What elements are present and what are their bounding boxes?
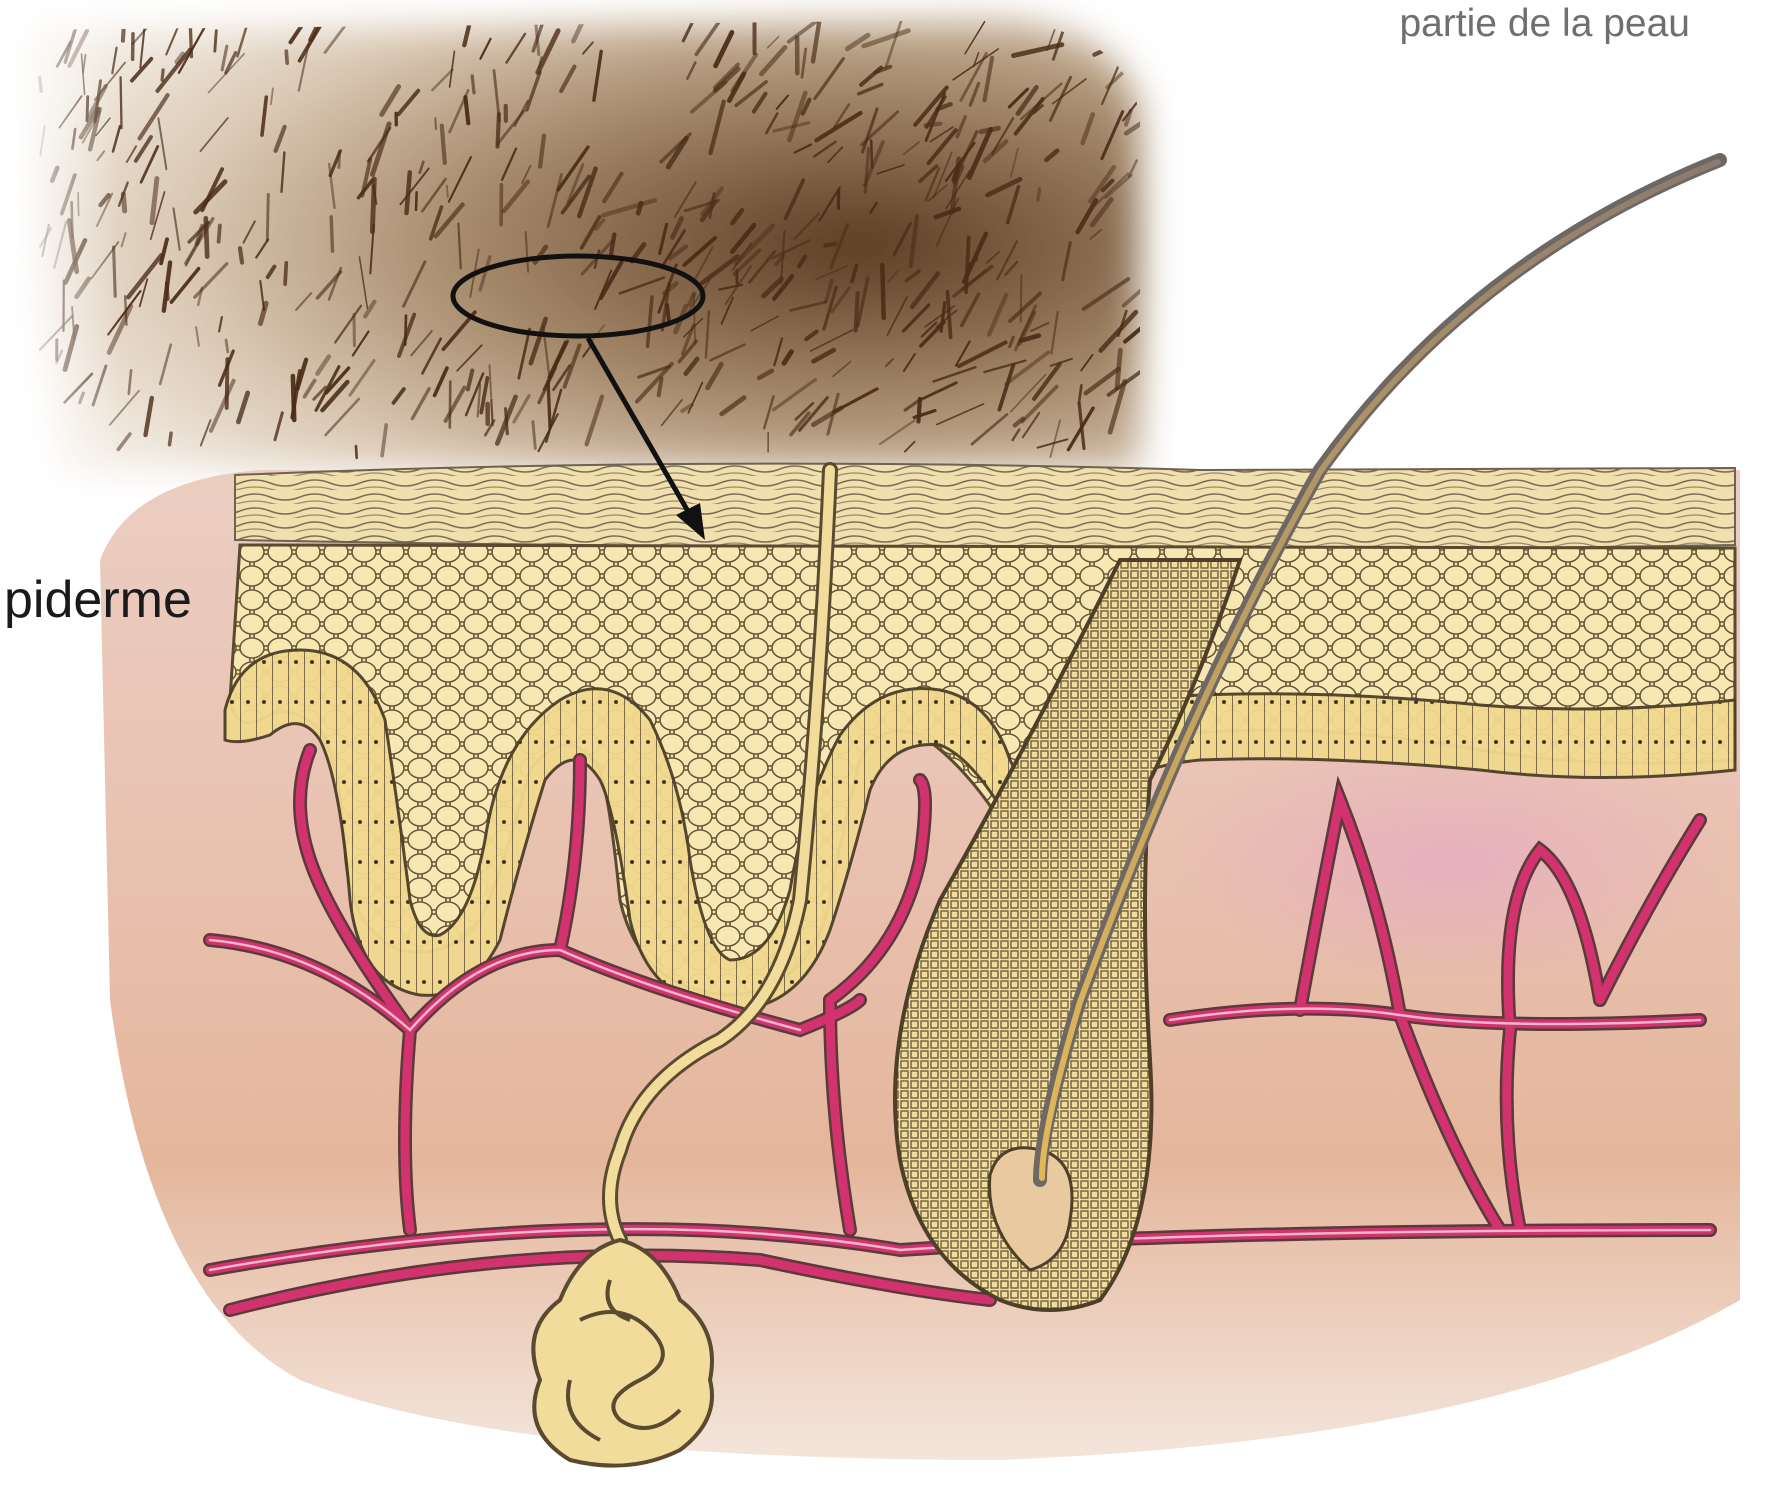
surface-texture-stroke [548, 381, 550, 427]
surface-texture-stroke [1021, 275, 1022, 321]
surface-texture-stroke [1123, 43, 1127, 71]
surface-texture-stroke [1038, 189, 1040, 200]
surface-texture-stroke [416, 192, 417, 210]
surface-texture-stroke [659, 378, 662, 395]
surface-texture-stroke [882, 265, 883, 318]
surface-texture-stroke [267, 194, 268, 240]
surface-texture-stroke [405, 316, 406, 345]
caption-skin-part: partie de la peau [1399, 2, 1690, 46]
surface-texture-stroke [472, 76, 474, 93]
surface-texture-stroke [286, 51, 287, 63]
surface-texture-stroke [167, 283, 168, 299]
surface-texture-stroke [442, 126, 445, 163]
surface-texture-stroke [638, 203, 641, 213]
surface-texture-stroke [293, 376, 294, 420]
surface-texture-stroke [966, 237, 969, 292]
surface-texture-stroke [856, 293, 858, 331]
surface-texture-stroke [215, 31, 217, 52]
surface-texture-stroke [491, 399, 492, 425]
surface-texture-stroke [123, 3, 125, 41]
surface-texture-stroke [926, 124, 941, 126]
surface-texture-stroke [871, 141, 872, 168]
surface-texture-stroke [226, 340, 228, 352]
surface-texture-stroke [465, 97, 468, 123]
surface-texture-stroke [121, 77, 122, 128]
surface-texture-stroke [356, 446, 357, 458]
stratum-corneum [235, 464, 1735, 550]
surface-texture-stroke [1117, 350, 1120, 388]
surface-texture-stroke [1121, 6, 1141, 48]
surface-texture-stroke [372, 179, 374, 232]
surface-texture-stroke [240, 248, 242, 262]
surface-texture-stroke [285, 263, 286, 284]
surface-texture-stroke [450, 382, 451, 428]
surface-texture-stroke [498, 114, 499, 146]
surface-texture-stroke [170, 433, 172, 445]
surface-texture-stroke [162, 70, 163, 80]
surface-texture-stroke [447, 186, 448, 197]
surface-texture-stroke [825, 244, 835, 246]
surface-texture-stroke [331, 217, 332, 251]
surface-texture-stroke [219, 226, 220, 242]
label-epidermis: piderme [4, 570, 192, 630]
surface-texture-stroke [1094, 42, 1122, 55]
surface-texture-stroke [506, 409, 508, 434]
surface-texture-stroke [227, 359, 228, 408]
surface-texture-stroke [435, 118, 436, 129]
